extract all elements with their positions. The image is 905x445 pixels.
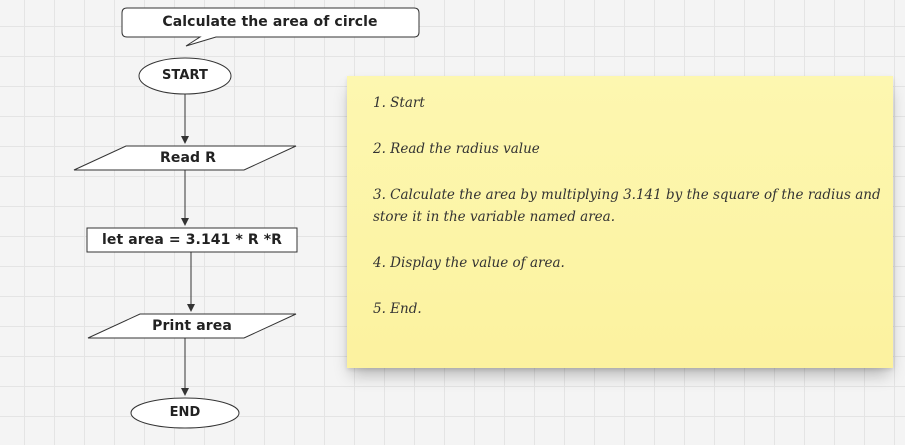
title-callout-shape[interactable] [121,7,420,47]
algorithm-steps: 1. Start 2. Read the radius value 3. Cal… [373,92,883,344]
process-shape[interactable] [86,227,298,253]
start-label: START [161,68,209,83]
sticky-note[interactable]: 1. Start 2. Read the radius value 3. Cal… [347,76,893,368]
diagram-title: Calculate the area of circle [162,14,378,30]
print-output-shape[interactable] [87,313,297,339]
algorithm-step: 4. Display the value of area. [373,255,565,271]
read-input-shape[interactable] [73,145,297,171]
algorithm-step: 5. End. [373,301,422,317]
read-input-label: Read R [160,150,216,166]
end-label: END [169,405,201,420]
print-output-label: Print area [152,318,232,334]
algorithm-step: 2. Read the radius value [373,141,540,157]
algorithm-step: 1. Start [373,95,425,111]
algorithm-step: 3. Calculate the area by multiplying 3.1… [373,187,881,225]
end-terminal-shape[interactable] [130,397,240,429]
process-label: let area = 3.141 * R *R [101,232,283,248]
